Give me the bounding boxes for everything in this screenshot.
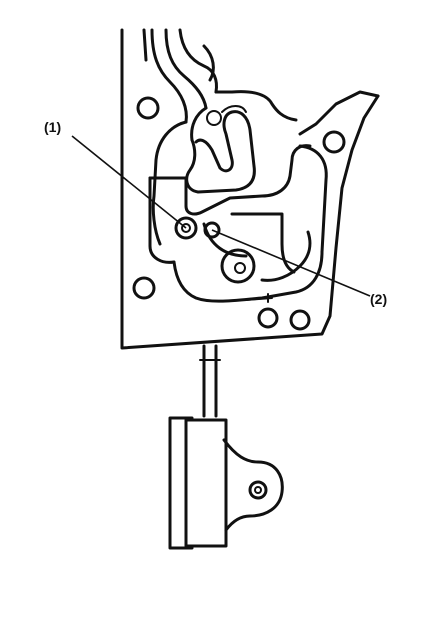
- leader-line-1: [71, 135, 187, 229]
- leader-line-2: [211, 229, 371, 297]
- port-pocket: [148, 144, 328, 303]
- port-2: [203, 221, 221, 239]
- check-ball-boss: [220, 248, 256, 284]
- bolt-holes: [132, 96, 346, 331]
- fluid-passages: [150, 28, 298, 246]
- bolt-hole-upper-left: [136, 96, 160, 120]
- solenoid-housing: [168, 416, 284, 550]
- valve-body-plate: [120, 28, 380, 350]
- bolt-hole-lower-center: [257, 307, 279, 329]
- callout-label-2: (2): [370, 291, 387, 307]
- leader-lines: [71, 135, 371, 297]
- bolt-hole-lower-left: [132, 276, 156, 300]
- ports: [174, 216, 221, 240]
- bolt-hole-lower-right: [289, 309, 311, 331]
- bolt-hole-upper-right: [322, 130, 346, 154]
- port-1: [174, 216, 198, 240]
- piston-rod: [199, 344, 221, 418]
- callout-label-1: (1): [44, 119, 61, 135]
